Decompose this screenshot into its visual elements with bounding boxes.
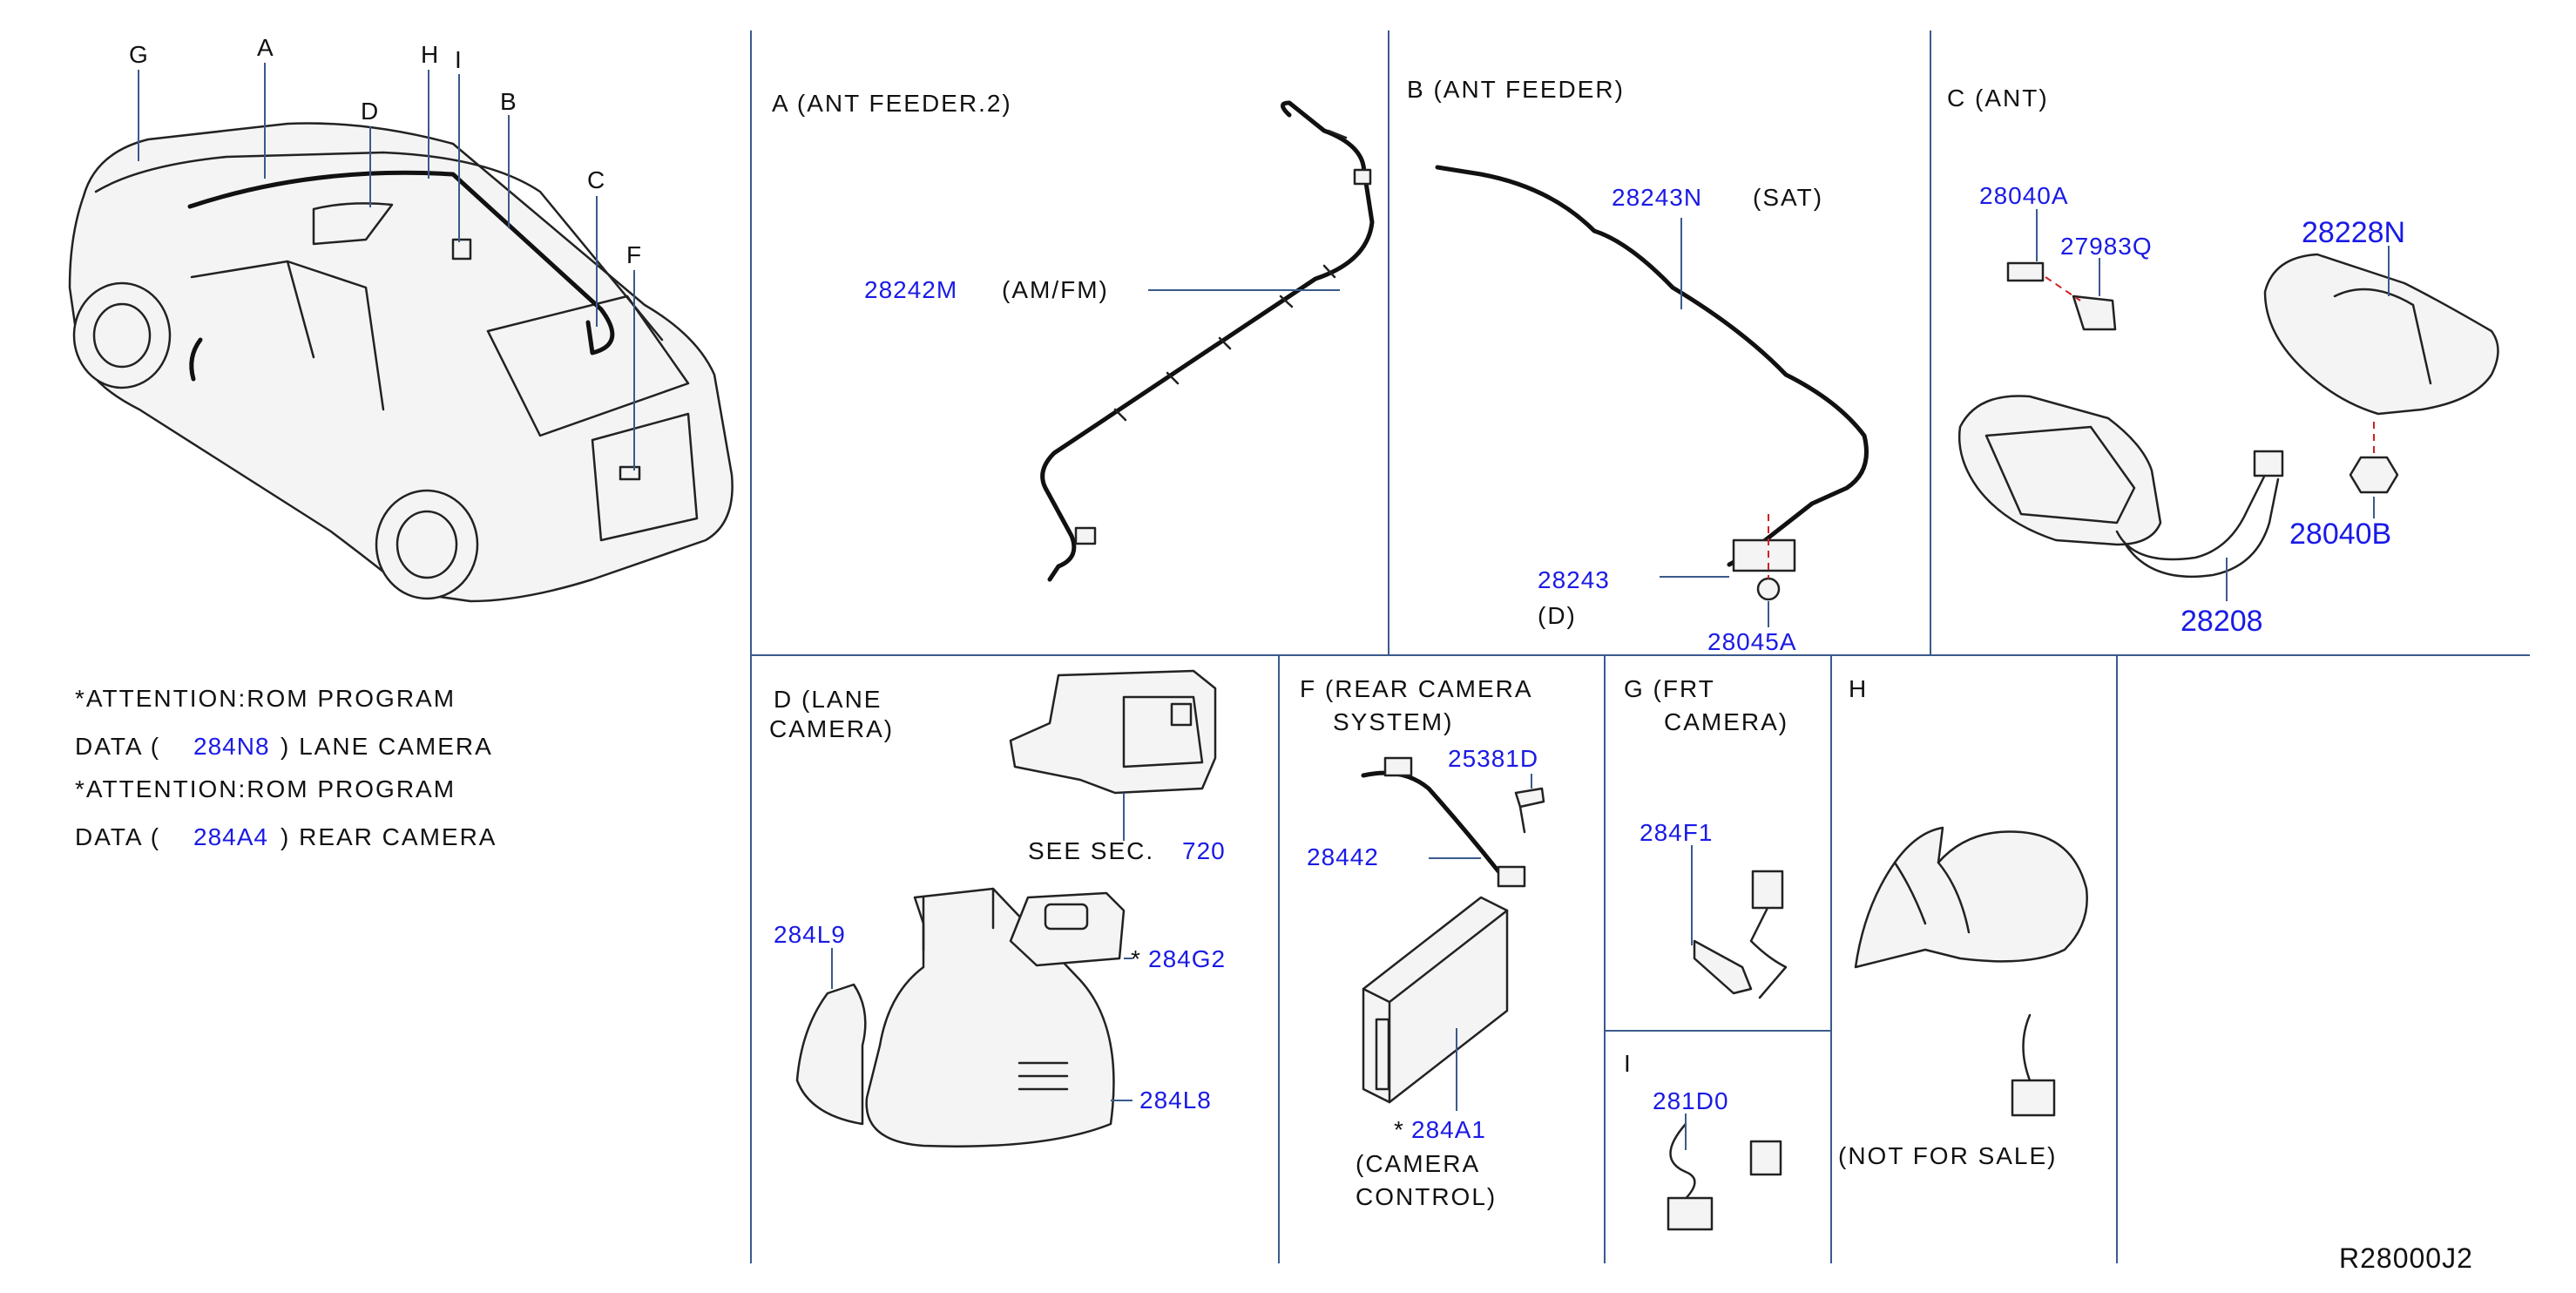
part-281d0[interactable]: 281D0: [1653, 1087, 1729, 1114]
mirror-bracket: [1009, 669, 1217, 795]
note-1-prefix: DATA (: [75, 733, 160, 760]
side-mirror: [1854, 826, 2088, 969]
part-28442[interactable]: 28442: [1307, 843, 1379, 870]
section-d-title-line-1: D (LANE: [774, 686, 882, 713]
overview-label-c: C: [587, 166, 606, 193]
part-28045a[interactable]: 28045A: [1707, 628, 1797, 655]
section-c: C (ANT) 28040A 27983Q 28228N 28040B 2820…: [1947, 85, 2499, 638]
section-c-title: C (ANT): [1947, 85, 2049, 112]
ant-feeder-harness: [1435, 165, 1869, 567]
part-28242m-desc: (AM/FM): [1002, 276, 1109, 303]
overview-label-f: F: [626, 241, 643, 268]
note-1-part-number[interactable]: 284N8: [193, 733, 270, 760]
part-28243n[interactable]: 28243N: [1612, 184, 1702, 211]
camera-control-unit: [1362, 896, 1509, 1104]
part-28040b[interactable]: 28040B: [2289, 518, 2391, 551]
connector-harness: [1669, 1122, 1696, 1208]
section-b-title: B (ANT FEEDER): [1407, 76, 1625, 103]
section-d: D (LANE CAMERA) SEE SEC. 720 284L9 * 284…: [769, 669, 1226, 1147]
section-g: G (FRT CAMERA) 284F1: [1624, 675, 1788, 999]
overview-label-h: H: [421, 41, 440, 68]
part-28228n[interactable]: 28228N: [2302, 216, 2405, 249]
bolt-25381d: [1514, 787, 1545, 809]
part-28243-desc: (D): [1538, 602, 1577, 629]
lane-camera-cover-left: [795, 983, 867, 1126]
overview-label-b: B: [500, 88, 518, 115]
part-27983q[interactable]: 27983Q: [2060, 233, 2153, 260]
antenna-cover: [2263, 253, 2499, 416]
part-284a1-desc-line-1: (CAMERA: [1356, 1150, 1480, 1177]
part-284l9[interactable]: 284L9: [774, 921, 846, 948]
mirror-connector: [2011, 1079, 2056, 1117]
note-1-suffix: ) LANE CAMERA: [281, 733, 493, 760]
note-2-part-number[interactable]: 284A4: [193, 823, 268, 850]
overview-label-a: A: [257, 34, 275, 61]
part-284a1[interactable]: 284A1: [1411, 1116, 1486, 1143]
antenna-base: [1958, 395, 2162, 546]
section-g-title-line-2: CAMERA): [1664, 708, 1788, 735]
ant-feeder-2-harness: [1040, 100, 1375, 582]
antenna-nut: [2349, 456, 2399, 494]
part-25381d[interactable]: 25381D: [1448, 745, 1538, 772]
part-284g2[interactable]: 284G2: [1148, 945, 1226, 972]
note-2-heading: *ATTENTION:ROM PROGRAM: [75, 775, 456, 802]
section-d-title-line-2: CAMERA): [769, 715, 894, 742]
section-i: I 281D0: [1624, 1050, 1782, 1231]
part-28208[interactable]: 28208: [2180, 605, 2263, 638]
section-a: A (ANT FEEDER.2) 28242M (AM/FM): [772, 90, 1375, 582]
section-h-title: H: [1849, 675, 1868, 702]
panel-frame: [750, 30, 2530, 1263]
see-sec-720[interactable]: 720: [1182, 837, 1226, 864]
section-f-title-line-1: F (REAR CAMERA: [1300, 675, 1533, 702]
front-wheel: [72, 281, 172, 389]
part-284g2-star: *: [1131, 945, 1142, 972]
overview-label-d: D: [361, 98, 380, 125]
see-sec-label: SEE SEC.: [1028, 837, 1154, 864]
section-i-title: I: [1624, 1050, 1633, 1077]
overview-labels: G A H I D B C F: [129, 34, 643, 268]
part-28243n-desc: (SAT): [1753, 184, 1823, 211]
rear-camera-harness: [1361, 770, 1514, 883]
attention-notes: *ATTENTION:ROM PROGRAM DATA ( 284N8 ) LA…: [75, 685, 497, 850]
section-g-title-line-1: G (FRT: [1624, 675, 1715, 702]
rear-wheel: [375, 489, 479, 600]
note-2-suffix: ) REAR CAMERA: [281, 823, 497, 850]
overview-label-i: I: [455, 46, 463, 73]
section-f: F (REAR CAMERA SYSTEM) 25381D 28442 * 28…: [1300, 675, 1545, 1210]
section-f-title-line-2: SYSTEM): [1333, 708, 1453, 735]
part-284f1[interactable]: 284F1: [1640, 819, 1713, 846]
note-2-prefix: DATA (: [75, 823, 160, 850]
not-for-sale-note: (NOT FOR SALE): [1838, 1142, 2058, 1169]
part-28040a[interactable]: 28040A: [1979, 182, 2069, 209]
diagram-id: R28000J2: [2339, 1242, 2473, 1274]
front-camera: [1693, 939, 1753, 995]
vehicle-overview: [68, 122, 734, 603]
section-b: B (ANT FEEDER) 28243N (SAT) 28243 (D) 28…: [1407, 76, 1869, 655]
part-284a1-star: *: [1394, 1116, 1405, 1143]
part-28243[interactable]: 28243: [1538, 566, 1610, 593]
note-1-heading: *ATTENTION:ROM PROGRAM: [75, 685, 456, 712]
overview-label-g: G: [129, 41, 150, 68]
overview-leaders: [138, 63, 635, 470]
part-284l8[interactable]: 284L8: [1139, 1087, 1212, 1114]
section-a-title: A (ANT FEEDER.2): [772, 90, 1012, 117]
part-284a1-desc-line-2: CONTROL): [1356, 1183, 1497, 1210]
part-28242m[interactable]: 28242M: [864, 276, 957, 303]
section-h: H (NOT FOR SALE): [1838, 675, 2088, 1169]
